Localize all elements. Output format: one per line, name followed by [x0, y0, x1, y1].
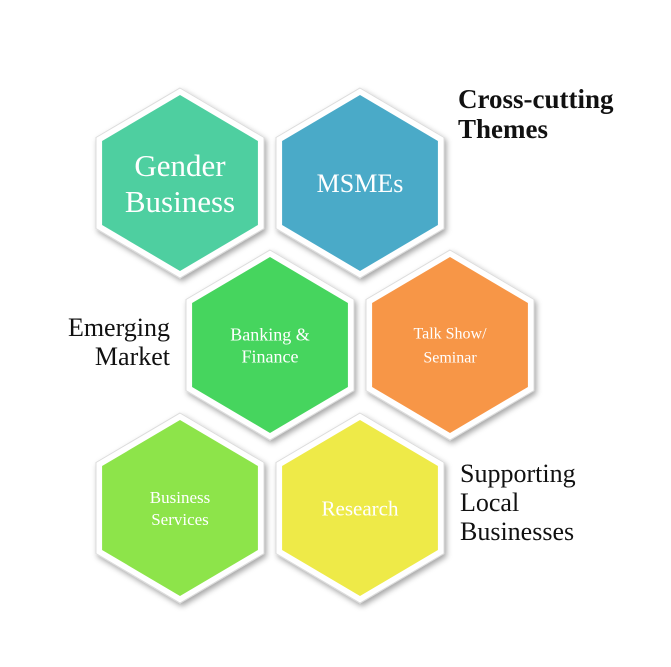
hexagon-label-research-1: Research: [322, 496, 399, 520]
hexagon-research: Research: [275, 412, 445, 604]
supporting-line-1: Supporting: [460, 459, 576, 488]
hexagon-fill-banking: [192, 257, 348, 433]
supporting-local-businesses-label: Supporting Local Businesses: [460, 459, 576, 546]
hexagon-label-business-1: Business: [150, 488, 210, 507]
hexagon-label-talk-1: Talk Show/: [413, 326, 487, 343]
hexagon-label-business-2: Services: [151, 510, 209, 529]
hexagon-fill-talk: [372, 257, 528, 433]
emerging-market-line-1: Emerging: [67, 313, 170, 342]
cross-cutting-line-1: Cross-cutting: [458, 84, 614, 114]
cross-cutting-line-2: Themes: [458, 114, 548, 145]
emerging-market-label: Emerging Market: [40, 313, 170, 371]
cross-cutting-themes-label: Cross-cutting Themes: [458, 84, 614, 144]
hexagon-label-talk-2: Seminar: [423, 350, 477, 367]
supporting-line-3: Businesses: [460, 517, 575, 547]
hexagon-label-banking-1: Banking &: [230, 324, 310, 344]
hexagon-label-gender-2: Business: [125, 184, 235, 219]
hexagon-fill-research: [282, 420, 438, 596]
hexagon-label-gender-1: Gender: [134, 148, 226, 183]
hexagon-fill-business: [102, 420, 258, 596]
hexagon-talk: Talk Show/Seminar: [365, 249, 535, 441]
hexagon-banking: Banking &Finance: [185, 249, 355, 441]
hexagon-fill-msmes: [282, 95, 438, 271]
emerging-market-line-2: Market: [94, 342, 170, 372]
hexagon-label-msmes-1: MSMEs: [317, 169, 404, 198]
hexagon-msmes: MSMEs: [275, 87, 445, 279]
hexagon-fill-gender: [102, 95, 258, 271]
supporting-line-2: Local: [460, 488, 520, 518]
hexagon-label-banking-2: Finance: [242, 346, 299, 366]
